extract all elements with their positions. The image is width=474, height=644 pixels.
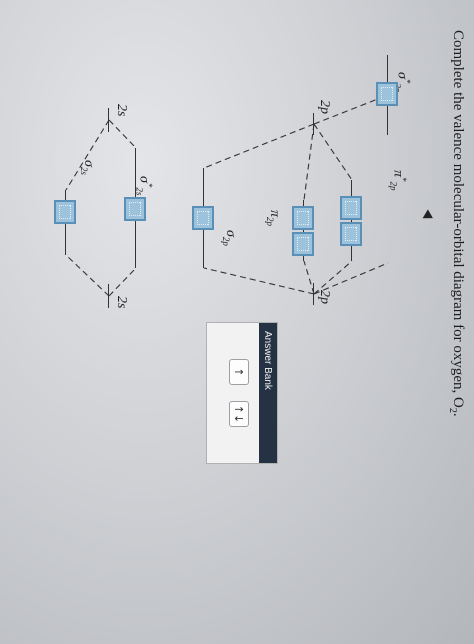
pi-star-2p-level xyxy=(351,180,352,261)
pi-2p-dropzone-1[interactable] xyxy=(292,206,314,230)
right-2p-level xyxy=(313,283,314,305)
pi-star-2p-dropzone-1[interactable] xyxy=(340,196,362,220)
right-2p-label: 2p xyxy=(317,290,332,304)
answer-bank: Answer Bank ↑ ↑↓ xyxy=(206,322,278,464)
left-2p-level xyxy=(313,113,314,135)
pi-star-2p-dropzone-2[interactable] xyxy=(340,222,362,246)
pi-2p-label: π2p xyxy=(265,210,282,227)
pi-star-2p-label: π*2p xyxy=(388,170,408,191)
sigma-2s-dropzone[interactable] xyxy=(54,200,76,224)
right-2s-level xyxy=(108,284,109,308)
right-2s-label: 2s xyxy=(114,296,129,309)
left-2p-label: 2p xyxy=(317,100,332,114)
sigma-star-2p-dropzone[interactable] xyxy=(376,82,398,106)
single-arrow-tile[interactable]: ↑ xyxy=(229,359,249,385)
double-arrow-tile[interactable]: ↑↓ xyxy=(229,401,249,427)
left-2s-level xyxy=(108,108,109,132)
pi-2p-dropzone-2[interactable] xyxy=(292,232,314,256)
sigma-2p-label: σ2p xyxy=(221,230,238,246)
sigma-2p-dropzone[interactable] xyxy=(192,206,214,230)
sigma-2s-label: σ2s xyxy=(79,160,96,175)
left-2s-label: 2s xyxy=(114,104,129,117)
answer-bank-header: Answer Bank xyxy=(259,323,277,463)
sigma-star-2s-dropzone[interactable] xyxy=(124,197,146,221)
sigma-star-2s-label: σ*2s xyxy=(134,176,154,196)
